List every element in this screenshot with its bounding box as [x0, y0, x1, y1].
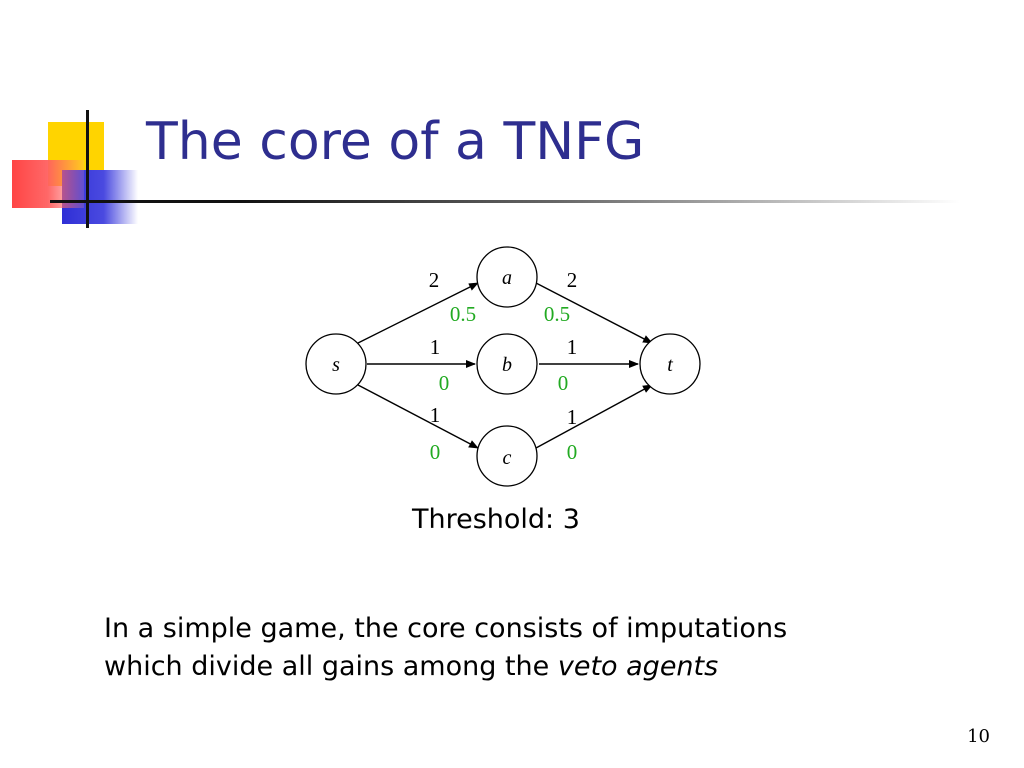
body-line-2: which divide all gains among the veto ag… — [104, 648, 787, 686]
body-paragraph: In a simple game, the core consists of i… — [104, 610, 787, 686]
edge-s-c-flow: 0 — [430, 440, 441, 464]
node-a-label: a — [502, 267, 512, 289]
veto-agents-emphasis: veto agents — [557, 651, 719, 682]
edge-s-c — [357, 384, 479, 449]
node-s-label: s — [332, 354, 340, 376]
node-c-label: c — [503, 447, 512, 469]
node-b-label: b — [502, 354, 512, 376]
edge-c-t — [535, 384, 653, 449]
edge-c-t-weight: 1 — [567, 405, 578, 429]
node-c: c — [476, 425, 538, 487]
edge-a-t — [535, 282, 653, 344]
title-underline — [60, 200, 960, 203]
edge-s-a-weight: 2 — [429, 268, 440, 292]
edge-s-a — [357, 282, 479, 344]
edge-a-t-weight: 2 — [567, 268, 578, 292]
edge-a-t-flow: 0.5 — [544, 302, 570, 326]
body-line-2-prefix: which divide all gains among the — [104, 651, 558, 682]
node-t: t — [639, 333, 701, 395]
edge-b-t-weight: 1 — [567, 335, 578, 359]
edge-c-t-flow: 0 — [567, 440, 578, 464]
page-number: 10 — [967, 726, 990, 747]
deco-vertical-line — [86, 110, 89, 228]
node-s: s — [305, 333, 367, 395]
slide-title: The core of a TNFG — [146, 112, 645, 172]
threshold-label: Threshold: 3 — [412, 504, 580, 535]
node-b: b — [476, 333, 538, 395]
edge-b-t-flow: 0 — [558, 371, 569, 395]
edge-s-a-flow: 0.5 — [450, 302, 476, 326]
edge-s-b-flow: 0 — [439, 371, 450, 395]
edge-s-c-weight: 1 — [430, 403, 441, 427]
body-line-1: In a simple game, the core consists of i… — [104, 613, 788, 644]
edge-s-b-weight: 1 — [430, 335, 441, 359]
node-t-label: t — [667, 354, 673, 376]
node-a: a — [476, 246, 538, 308]
